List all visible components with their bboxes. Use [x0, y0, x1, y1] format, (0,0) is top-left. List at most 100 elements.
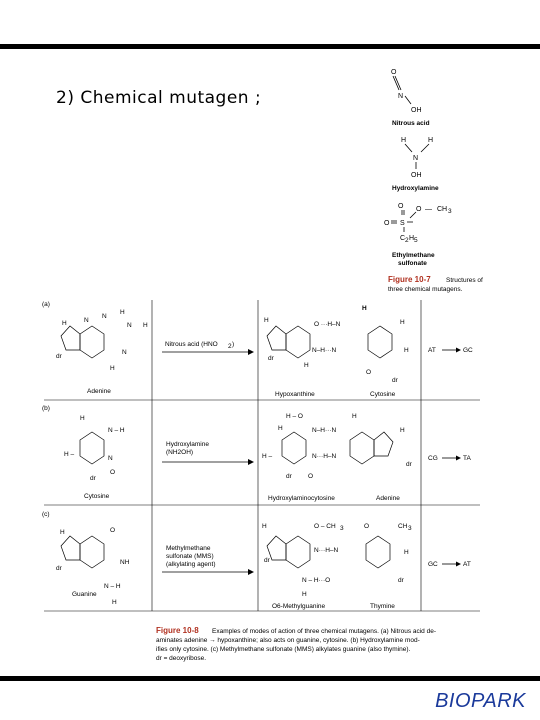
svg-text:dr: dr — [286, 473, 293, 480]
top-rule — [0, 44, 540, 49]
svg-text:dr: dr — [398, 577, 405, 584]
svg-text:H: H — [352, 413, 357, 420]
row-b-reagent-2: (NH2OH) — [166, 449, 193, 456]
row-b-result-from: CG — [428, 455, 438, 462]
svg-text:H: H — [400, 427, 405, 434]
svg-text:N: N — [84, 317, 89, 324]
svg-text:N: N — [108, 455, 113, 462]
svg-text:H: H — [120, 309, 125, 316]
row-a-reagent: Nitrous acid (HNO — [165, 341, 218, 348]
svg-text:N···H–N: N···H–N — [312, 453, 336, 460]
figure-10-7-caption-line1: Structures of — [446, 277, 483, 284]
svg-text:H: H — [304, 362, 309, 369]
figure-10-8-label: Figure 10-8 — [156, 626, 199, 635]
nitrous-acid-o: O — [391, 69, 397, 76]
row-c-result-to: AT — [463, 561, 471, 568]
ems-c2h5-h: H — [409, 235, 414, 242]
svg-text:N–H···N: N–H···N — [312, 347, 336, 354]
svg-text:N – H: N – H — [108, 427, 125, 434]
row-b-left-name: Cytosine — [84, 493, 110, 500]
row-b-letter: (b) — [42, 405, 50, 412]
row-c-left-name: Guanine — [72, 591, 97, 598]
svg-text:N–H···N: N–H···N — [312, 427, 336, 434]
svg-text:dr: dr — [392, 377, 399, 384]
svg-text:H – O: H – O — [286, 413, 303, 420]
svg-text:H: H — [60, 529, 65, 536]
ems-ch3-sub: 3 — [448, 208, 452, 215]
row-c-letter: (c) — [42, 511, 50, 518]
svg-text:H: H — [143, 322, 148, 329]
svg-text:H –: H – — [262, 453, 273, 460]
svg-text:H: H — [62, 320, 67, 327]
figure-10-8-grid — [44, 300, 480, 612]
hydroxylamine-oh: OH — [411, 172, 422, 179]
row-c-result-from: GC — [428, 561, 438, 568]
svg-text:O: O — [364, 523, 369, 530]
ems-o-left: O — [384, 220, 390, 227]
svg-text:N – H: N – H — [104, 583, 121, 590]
svg-text:H: H — [262, 523, 267, 530]
svg-text:NH: NH — [120, 559, 130, 566]
ems-ch3: CH — [437, 206, 447, 213]
ems-s: S — [400, 220, 405, 227]
row-a-left-name: Adenine — [87, 388, 111, 395]
bottom-rule — [0, 676, 540, 681]
hydroxylamine-h1: H — [401, 137, 406, 144]
svg-text:H: H — [264, 317, 269, 324]
figure-10-7-caption: Figure 10-7 Structures of three chemical… — [388, 275, 483, 293]
figure-10-8-caption: Figure 10-8 Examples of modes of action … — [156, 626, 436, 662]
ems-c2h5-sub1: 2 — [405, 237, 409, 244]
hydroxylamine-name: Hydroxylamine — [392, 185, 439, 192]
figure-10-8-caption-line4: dr = deoxyribose. — [156, 655, 206, 662]
svg-text:O – CH: O – CH — [314, 523, 336, 530]
nitrous-acid-n: N — [398, 93, 403, 100]
svg-text:N: N — [122, 349, 127, 356]
svg-text:dr: dr — [56, 353, 63, 360]
svg-text:H: H — [112, 599, 117, 606]
ems-bond-dash: — — [425, 206, 432, 213]
row-b-product-1: Hydroxylaminocytosine — [268, 495, 335, 502]
row-c-reagent-1: Methylmethane — [166, 545, 211, 552]
svg-text:N – H···O: N – H···O — [302, 577, 330, 584]
ems-structure: O O S O — CH 3 C 2 H 5 Ethylmethane sulf… — [384, 203, 452, 267]
adenine-ring5 — [60, 325, 81, 351]
svg-text:H –: H – — [64, 451, 75, 458]
figure-10-7-label: Figure 10-7 — [388, 275, 431, 284]
svg-text:dr: dr — [264, 557, 271, 564]
ems-c2h5: C — [400, 235, 405, 242]
svg-text:H: H — [80, 415, 85, 422]
svg-text:H: H — [404, 549, 409, 556]
row-a-product-1: Hypoxanthine — [275, 391, 315, 398]
ems-name-line1: Ethylmethane — [392, 252, 435, 259]
row-c-reagent-2: sulfonate (MMS) — [166, 553, 214, 560]
svg-text:3: 3 — [340, 525, 344, 532]
svg-text:H: H — [404, 347, 409, 354]
svg-text:O: O — [308, 473, 313, 480]
svg-text:N···H–N: N···H–N — [314, 547, 338, 554]
row-c-product-1: O6-Methylguanine — [272, 603, 325, 610]
slide-title: 2) Chemical mutagen ; — [56, 88, 262, 108]
row-a-reagent-sub: 2 — [228, 343, 232, 350]
svg-text:H: H — [362, 305, 367, 312]
svg-text:O ···H–N: O ···H–N — [314, 321, 341, 328]
svg-text:H: H — [302, 591, 307, 598]
figure-10-8-caption-line1: Examples of modes of action of three che… — [212, 628, 436, 635]
adenine-ring6 — [79, 325, 105, 359]
nitrous-acid-oh: OH — [411, 107, 422, 114]
row-b-result-to: TA — [463, 455, 471, 462]
row-b-product-2: Adenine — [376, 495, 400, 502]
svg-text:dr: dr — [268, 355, 275, 362]
row-a-reagent-close: ) — [232, 341, 234, 348]
row-c-product-2: Thymine — [370, 603, 395, 610]
row-a-product-2: Cytosine — [370, 391, 396, 398]
row-a: (a) H N N H N H dr N H Adenine Nitrous a… — [42, 301, 473, 398]
row-b-reagent-1: Hydroxylamine — [166, 441, 209, 448]
svg-text:dr: dr — [56, 565, 63, 572]
row-a-result-to: GC — [463, 347, 473, 354]
ems-o-top: O — [398, 203, 404, 210]
svg-text:dr: dr — [90, 475, 97, 482]
nitrous-acid-name: Nitrous acid — [392, 120, 430, 127]
figure-10-8-caption-line2: aminates adenine → hypoxanthine; also ac… — [156, 637, 420, 644]
svg-text:dr: dr — [406, 461, 413, 468]
